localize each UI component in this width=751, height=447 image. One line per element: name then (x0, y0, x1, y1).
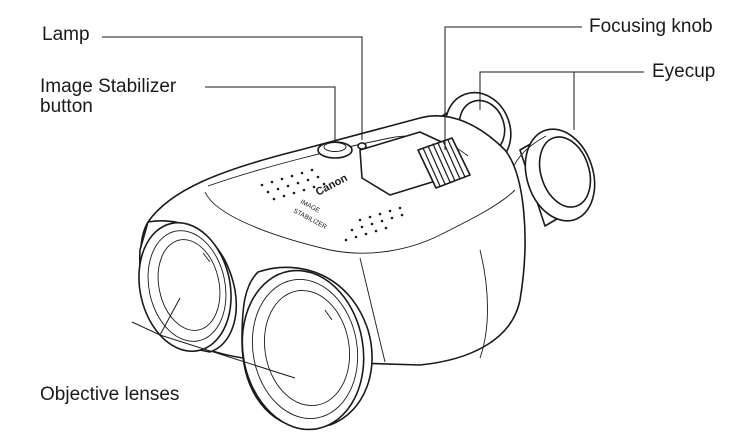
right-objective (241, 266, 373, 431)
objective-leader-2 (159, 334, 296, 379)
eyecup-label: Eyecup (652, 61, 716, 82)
stabilizer-leader (205, 86, 336, 143)
stabilizer-label-line1: Image Stabilizer (40, 76, 177, 97)
focusing-knob-label: Focusing knob (589, 16, 713, 37)
focusing-knob-leader (444, 26, 582, 150)
stabilizer-label-line2: button (40, 96, 93, 117)
eyecup-leader-left (479, 71, 574, 110)
right-eyepiece (511, 128, 596, 227)
lamp-leader (102, 36, 363, 140)
left-objective (138, 220, 237, 353)
grip-texture (260, 168, 404, 242)
leader-lines (102, 26, 644, 379)
lamp-label: Lamp (42, 24, 90, 45)
objective-lenses-label: Objective lenses (40, 384, 180, 405)
